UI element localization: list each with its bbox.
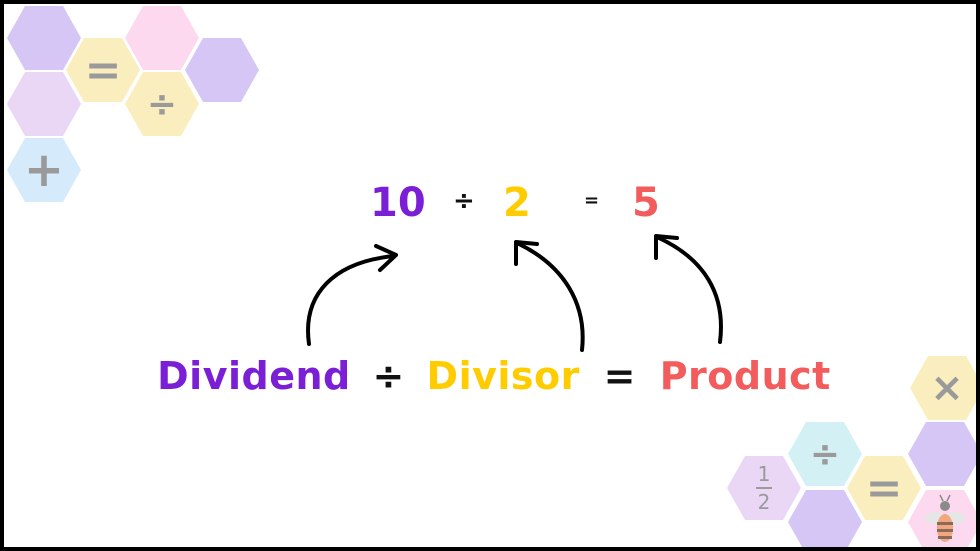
arrows-layer (306, 234, 723, 352)
plus-icon: + (23, 142, 65, 198)
hex-equals-tile: = (847, 456, 921, 520)
divisor-value: 2 (503, 180, 531, 226)
hex-tile (7, 6, 81, 70)
hex-fraction-tile: 1 2 (727, 456, 801, 520)
divide-sign: ÷ (453, 186, 475, 216)
divide-icon: ÷ (809, 433, 841, 475)
hex-plus-tile: + (7, 138, 81, 202)
equals-icon: = (84, 44, 122, 96)
bee-icon (925, 494, 965, 542)
equation-row: 10 ÷ 2 = 5 (4, 180, 976, 230)
divide-icon: ÷ (146, 83, 178, 125)
terms-equals-sign: = (603, 354, 636, 398)
arrow-to-product-head (654, 234, 679, 260)
hex-divide-tile: ÷ (788, 422, 862, 486)
hex-tile (788, 490, 862, 547)
product-label: Product (659, 354, 831, 398)
arrow-to-divisor (517, 242, 585, 352)
arrow-to-divisor-head (514, 240, 539, 266)
arrow-to-dividend (306, 254, 396, 346)
hex-equals-tile: = (66, 38, 140, 102)
arrow-to-product (657, 236, 723, 344)
fraction-numerator: 1 (757, 462, 771, 486)
fraction-bar (756, 487, 772, 489)
terms-line: Dividend ÷ Divisor = Product (4, 354, 976, 398)
hex-bee-tile (908, 490, 976, 547)
equals-sign: = (584, 190, 600, 211)
fraction-icon: 1 2 (727, 456, 801, 520)
dividend-label: Dividend (157, 354, 351, 398)
hex-times-tile: × (910, 356, 976, 420)
dividend-value: 10 (370, 180, 426, 226)
hex-divide-tile: ÷ (125, 72, 199, 136)
hex-tile (7, 72, 81, 136)
fraction-denominator: 2 (757, 490, 771, 514)
hex-tile (125, 6, 199, 70)
terms-divide-sign: ÷ (372, 354, 405, 398)
equals-icon: = (865, 462, 903, 514)
result-value: 5 (632, 180, 660, 226)
arrow-to-dividend-head (374, 244, 398, 272)
hex-tile (185, 38, 259, 102)
divisor-label: Divisor (426, 354, 580, 398)
hex-tile (908, 422, 976, 486)
times-icon: × (930, 365, 964, 411)
